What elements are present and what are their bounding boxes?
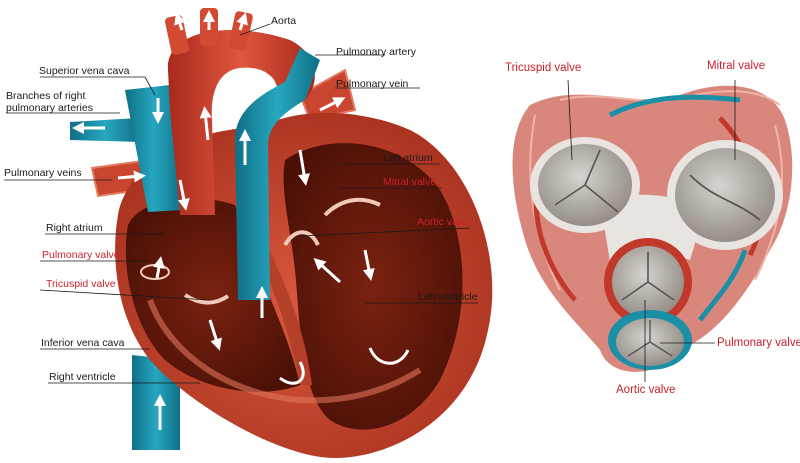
label-aorta: Aorta xyxy=(271,15,297,27)
label-aortic-valve: Aortic valve xyxy=(417,216,472,228)
label-pulmonary-artery: Pulmonary artery xyxy=(336,46,416,58)
pulmonary-artery-vessel xyxy=(235,48,320,300)
label-left-atrium: Left atrium xyxy=(383,152,433,164)
label-right-atrium: Right atrium xyxy=(46,222,103,234)
flow-arrow xyxy=(177,179,190,211)
swirl-arrow xyxy=(368,347,410,365)
ventricle-wall-inner xyxy=(147,298,422,404)
coronary-vein-top xyxy=(608,94,741,118)
label-tricuspid-valve: Tricuspid valve xyxy=(46,278,116,290)
valve-plane-striation xyxy=(529,114,561,291)
aorta-branch-1 xyxy=(164,15,190,55)
label-branches-line1: Branches of right xyxy=(6,90,86,102)
label-branches-right-pulmonary-arteries: Branches of right pulmonary arteries xyxy=(6,90,93,114)
flow-arrow xyxy=(362,249,375,281)
flow-arrow xyxy=(117,170,146,183)
label-mitral-valve-top: Mitral valve xyxy=(707,60,766,72)
label-aortic-valve-top: Aortic valve xyxy=(616,384,676,396)
leader-tv-valve xyxy=(567,79,573,161)
mitral-commissure xyxy=(689,174,761,221)
right-ventricle-cavity xyxy=(125,197,300,392)
valve-top-view xyxy=(512,85,793,372)
label-tricuspid-valve-top: Tricuspid valve xyxy=(505,62,582,74)
coronary-vein-right xyxy=(698,249,748,322)
label-pulmonary-vein: Pulmonary vein xyxy=(336,78,409,90)
aortic-valve-flap xyxy=(283,230,320,247)
heart-illustration xyxy=(70,8,493,458)
valve-plane-striation xyxy=(694,90,781,106)
flow-arrow xyxy=(319,97,346,112)
flow-arrow xyxy=(199,106,212,141)
label-branches-line2: pulmonary arteries xyxy=(6,102,93,114)
label-pulmonary-veins: Pulmonary veins xyxy=(4,167,82,179)
mitral-valve-leaflets xyxy=(675,148,775,242)
label-left-ventricle: Left ventricle xyxy=(418,291,478,303)
mitral-valve-flap xyxy=(323,197,381,217)
leader-superior-vena-cava-drop xyxy=(144,76,156,96)
swirl-arrow xyxy=(279,361,305,385)
label-mitral-valve: Mitral valve xyxy=(383,176,437,188)
label-pulmonary-valve-top: Pulmonary valve xyxy=(717,337,800,349)
label-superior-vena-cava: Superior vena cava xyxy=(39,65,130,77)
pulmonary-valve-ring xyxy=(140,264,170,280)
label-pulmonary-valve: Pulmonary valve xyxy=(42,249,120,261)
leader-aortic-valve xyxy=(299,227,471,237)
label-right-ventricle: Right ventricle xyxy=(49,371,116,383)
right-pulmonary-arteries-vessel xyxy=(70,118,140,142)
flow-arrow xyxy=(208,319,222,351)
leader-aorta xyxy=(239,23,271,36)
tricuspid-commissure xyxy=(554,149,619,213)
label-inferior-vena-cava: Inferior vena cava xyxy=(41,337,125,349)
superior-vena-cava-vessel xyxy=(125,85,182,212)
leader-tricuspid-valve xyxy=(39,289,211,301)
aorta-vessel xyxy=(167,30,315,215)
left-ventricle-cavity xyxy=(283,143,463,430)
flow-arrow xyxy=(298,149,310,186)
flow-arrow xyxy=(313,257,342,284)
flow-arrow xyxy=(174,12,186,31)
aortic-commissure xyxy=(621,252,675,301)
flow-arrow xyxy=(152,256,165,279)
pulmonary-commissure xyxy=(627,320,673,357)
tricuspid-valve-flap xyxy=(183,293,230,305)
flow-arrow xyxy=(236,12,248,31)
